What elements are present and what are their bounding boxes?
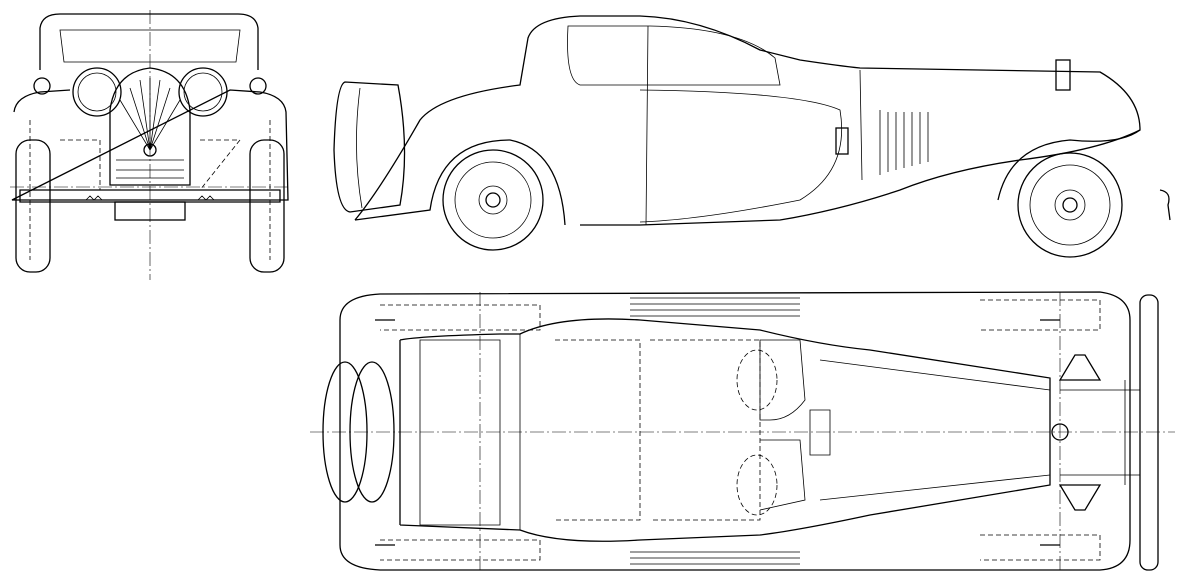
top-view <box>310 291 1175 572</box>
front-view <box>10 10 290 280</box>
side-view <box>333 15 1171 258</box>
